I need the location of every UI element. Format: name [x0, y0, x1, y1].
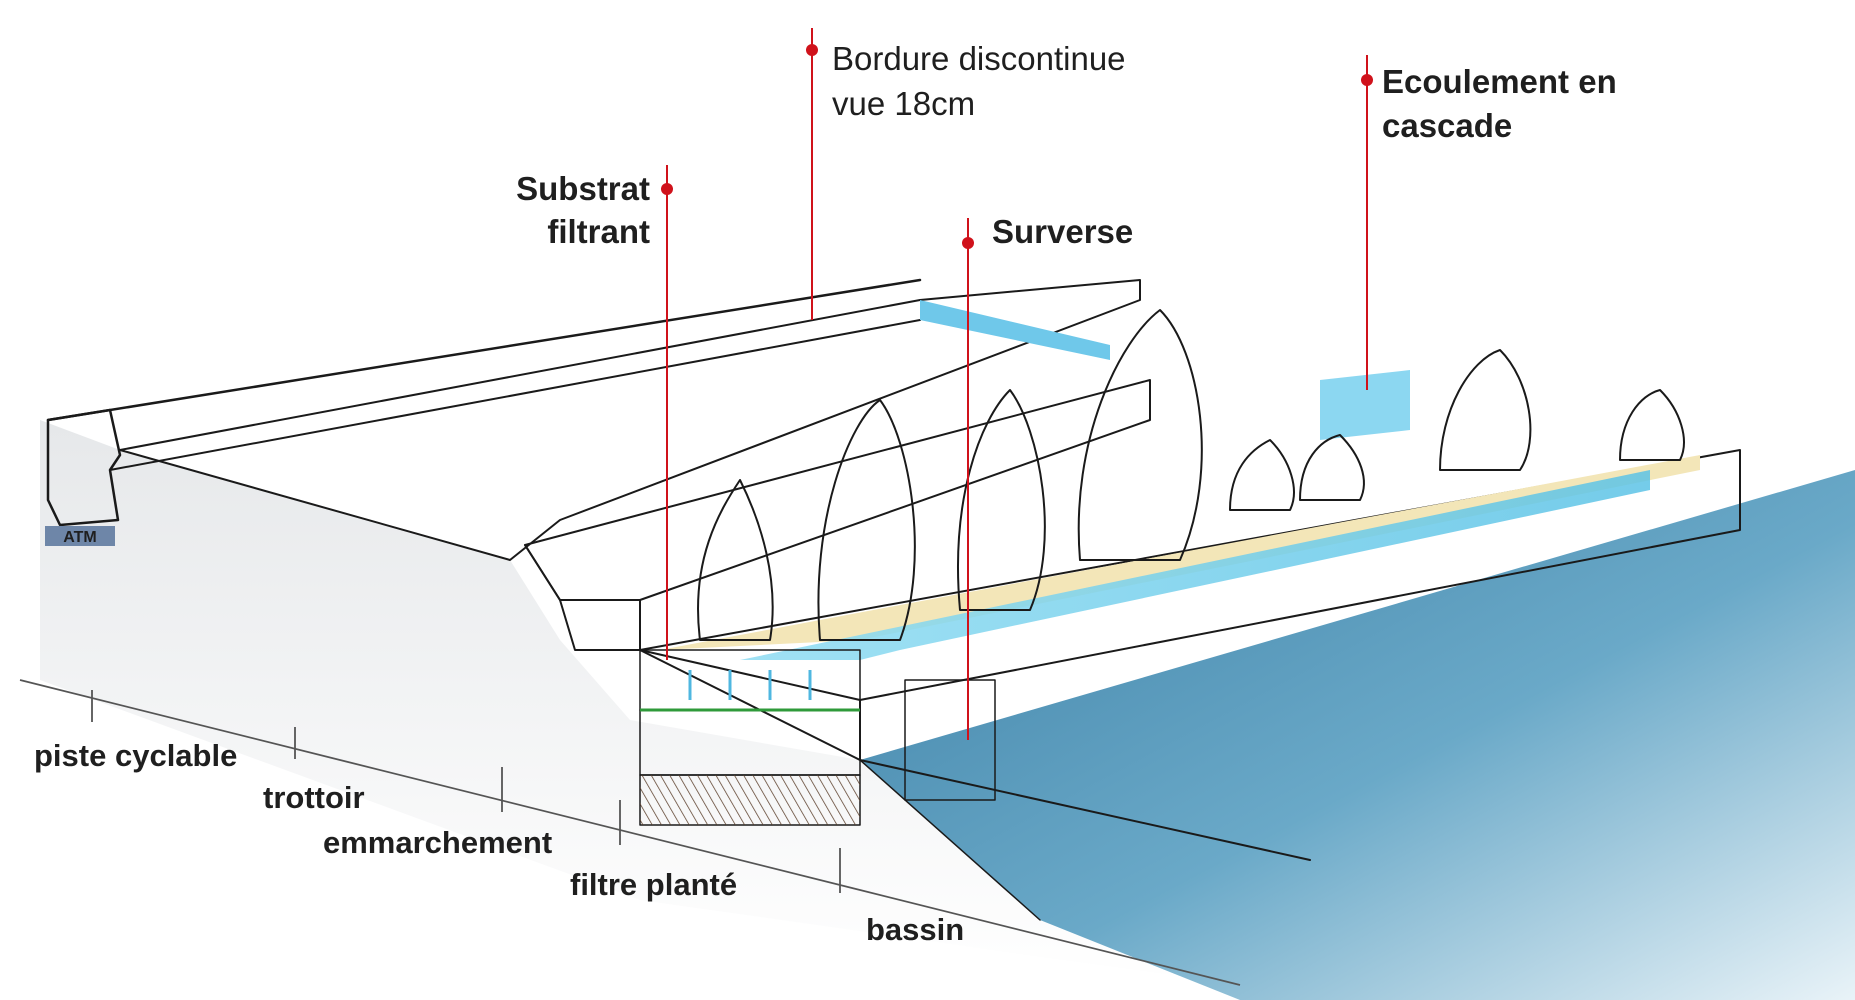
callout-ecoulement-line2: cascade	[1382, 107, 1512, 144]
curb-stamp-text: ATM	[63, 529, 96, 546]
zone-dimension-line	[19, 679, 1241, 986]
callout-ecoulement: Ecoulement en cascade	[1361, 55, 1617, 390]
zone-label-filtre-plante: filtre planté	[570, 867, 737, 902]
pool	[859, 470, 1855, 1000]
plants	[697, 309, 1685, 641]
curb-profile: ATM	[45, 278, 922, 546]
callout-substrat: Substrat filtrant	[516, 165, 673, 660]
callout-substrat-line2: filtrant	[547, 213, 650, 250]
zone-label-emmarchement: emmarchement	[323, 825, 552, 860]
callout-surverse-line1: Surverse	[992, 213, 1133, 250]
callout-bordure-line2: vue 18cm	[832, 85, 975, 122]
callout-bordure-line1: Bordure discontinue	[832, 40, 1126, 77]
callout-bordure: Bordure discontinue vue 18cm	[806, 28, 1126, 320]
zone-label-bassin: bassin	[866, 912, 964, 947]
filter-layers-section	[639, 649, 861, 826]
curb-stamp-badge	[45, 526, 115, 546]
callout-surverse: Surverse	[962, 213, 1133, 740]
callout-ecoulement-line1: Ecoulement en	[1382, 63, 1617, 100]
zone-label-piste-cyclable: piste cyclable	[34, 738, 237, 773]
zone-label-trottoir: trottoir	[263, 780, 365, 815]
callout-substrat-line1: Substrat	[516, 170, 650, 207]
